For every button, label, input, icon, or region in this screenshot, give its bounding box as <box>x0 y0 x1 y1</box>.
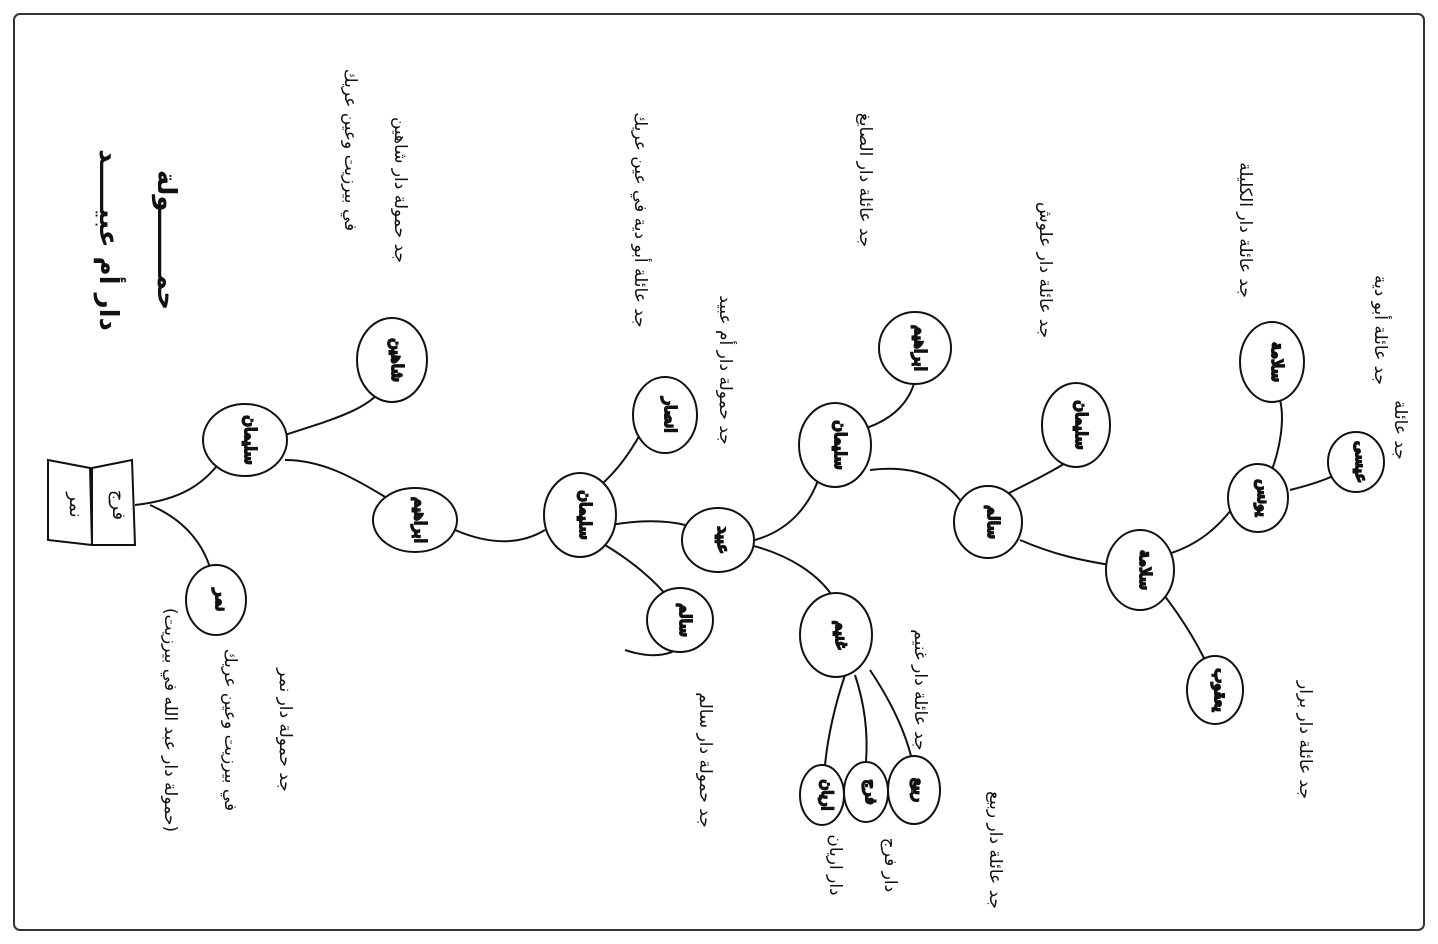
svg-text:نمر: نمر <box>211 588 231 612</box>
page-border <box>13 13 1425 931</box>
svg-text:سليمان: سليمان <box>1072 400 1091 449</box>
label-nimr-2: في بيرزيت وعين عريك <box>220 649 240 811</box>
svg-text:سليمان: سليمان <box>576 490 595 539</box>
root-box: فرج نمر <box>47 458 137 547</box>
label-issa: جد عائلة <box>1390 400 1410 460</box>
node-younis: يونس <box>1227 463 1289 533</box>
branch-root-nimr <box>149 504 213 576</box>
branch-younis-salama2 <box>1269 399 1283 476</box>
branch-ghunaim-faraj <box>854 674 868 763</box>
node-salem1: سالم <box>646 587 714 653</box>
branch-obeid-ghunaim <box>749 544 836 601</box>
branch-ghunaim-rabie <box>869 669 913 761</box>
svg-text:غنيم: غنيم <box>832 621 851 650</box>
label-suleiman4: جد عائلة دار علوش <box>1035 202 1055 338</box>
node-suleiman2: سليمان <box>543 472 617 558</box>
label-rabie: جد عائلة دار ربيع <box>985 791 1005 909</box>
svg-text:فرج: فرج <box>861 779 880 804</box>
svg-text:عيسى: عيسى <box>1352 441 1371 483</box>
node-arayan: اريان <box>799 764 845 826</box>
node-issa: عيسى <box>1327 431 1385 493</box>
node-faraj: فرج <box>843 761 889 823</box>
title-line2: دار أم عبيـــــد <box>93 149 126 331</box>
label-obeid: جد حمولة دار أم عبيد <box>715 295 737 445</box>
title-line1: حمـــــــولة <box>151 170 181 310</box>
node-ibrahim2: ابراهيم <box>878 311 952 385</box>
label-ibrahim2: جد عائلة دار الصايغ <box>855 113 875 248</box>
node-rabie: ربيع <box>887 755 941 825</box>
svg-text:ابراهيم: ابراهيم <box>910 325 930 371</box>
label-ghunaim: جد عائلة دار غنيم <box>910 629 930 750</box>
label-nimr-3: (حمولة دار عبد الله في بيرزيت) <box>160 608 180 832</box>
branch-ibrahim1-suleiman2 <box>454 529 546 543</box>
node-suleiman1: سليمان <box>202 403 288 477</box>
label-arayan: دار اريان <box>825 834 845 895</box>
label-salem1: جد حمولة دار سالم <box>695 692 715 827</box>
node-salem2: سالم <box>953 485 1023 559</box>
node-yacoub: يعقوب <box>1186 655 1244 725</box>
svg-text:اريان: اريان <box>818 779 836 810</box>
branch-younis-issa <box>1289 474 1336 491</box>
label-shahin-2: في بيرزيت وعين عريك <box>340 69 360 231</box>
branch-ghunaim-arayan <box>824 674 846 766</box>
svg-text:سالم: سالم <box>676 603 695 637</box>
node-nimr: نمر <box>185 564 247 636</box>
label-salama2: جد عائلة أبو دية <box>1370 275 1392 385</box>
svg-text:انصار: انصار <box>660 396 680 432</box>
svg-text:ربيع: ربيع <box>910 778 928 802</box>
node-obeid: عبيد <box>681 507 755 573</box>
title-block: حمـــــــولة دار أم عبيـــــد <box>93 149 181 331</box>
label-salama1: جد عائلة دار الكليلة <box>1235 162 1255 298</box>
label-ansar: جد عائلة أبو دية في عين عريك <box>630 112 652 327</box>
branch-suleiman3-ibrahim2 <box>859 379 916 431</box>
svg-text:سلامة: سلامة <box>1136 550 1155 590</box>
svg-text:سالم: سالم <box>984 505 1003 539</box>
label-yacoub: جد عائلة دار برار <box>1295 680 1315 799</box>
label-nimr-1: جد حمولة دار نمر <box>275 667 295 792</box>
svg-text:شاهين: شاهين <box>387 338 407 382</box>
svg-text:يعقوب: يعقوب <box>1210 668 1230 712</box>
branch-suleiman1-ibrahim1 <box>284 459 391 501</box>
root-top-label: فرج <box>108 490 129 520</box>
tree-branches <box>134 379 1336 766</box>
svg-text:سليمان: سليمان <box>241 415 260 464</box>
node-ibrahim1: ابراهيم <box>372 487 458 553</box>
branch-salama1-younis <box>1164 504 1236 556</box>
node-salama2: سلامة <box>1239 321 1305 403</box>
node-suleiman4: سليمان <box>1041 382 1111 468</box>
svg-text:ابراهيم: ابراهيم <box>410 497 430 543</box>
svg-text:يونس: يونس <box>1253 479 1273 517</box>
svg-text:سلامة: سلامة <box>1268 342 1287 382</box>
node-suleiman3: سليمان <box>798 402 872 488</box>
node-ghunaim: غنيم <box>799 592 873 678</box>
node-salama1: سلامة <box>1105 529 1175 611</box>
branch-salem2-suleiman4 <box>1004 459 1071 496</box>
label-shahin-1: جد حمولة دار شاهين <box>390 117 410 263</box>
branch-suleiman2-salem1 <box>604 544 671 601</box>
branch-suleiman3-salem2 <box>869 467 961 501</box>
branch-obeid-suleiman3 <box>754 474 821 541</box>
svg-text:عبيد: عبيد <box>714 526 733 554</box>
svg-text:سليمان: سليمان <box>831 420 850 469</box>
branch-salem2-salama1 <box>1019 539 1111 566</box>
node-ansar: انصار <box>632 376 698 454</box>
root-bottom-label: نمر <box>65 491 86 517</box>
branch-salama1-yacoub <box>1159 589 1206 661</box>
label-faraj: دار فرج <box>880 838 900 892</box>
branch-suleiman2-obeid <box>609 520 686 526</box>
node-shahin: شاهين <box>356 317 428 403</box>
